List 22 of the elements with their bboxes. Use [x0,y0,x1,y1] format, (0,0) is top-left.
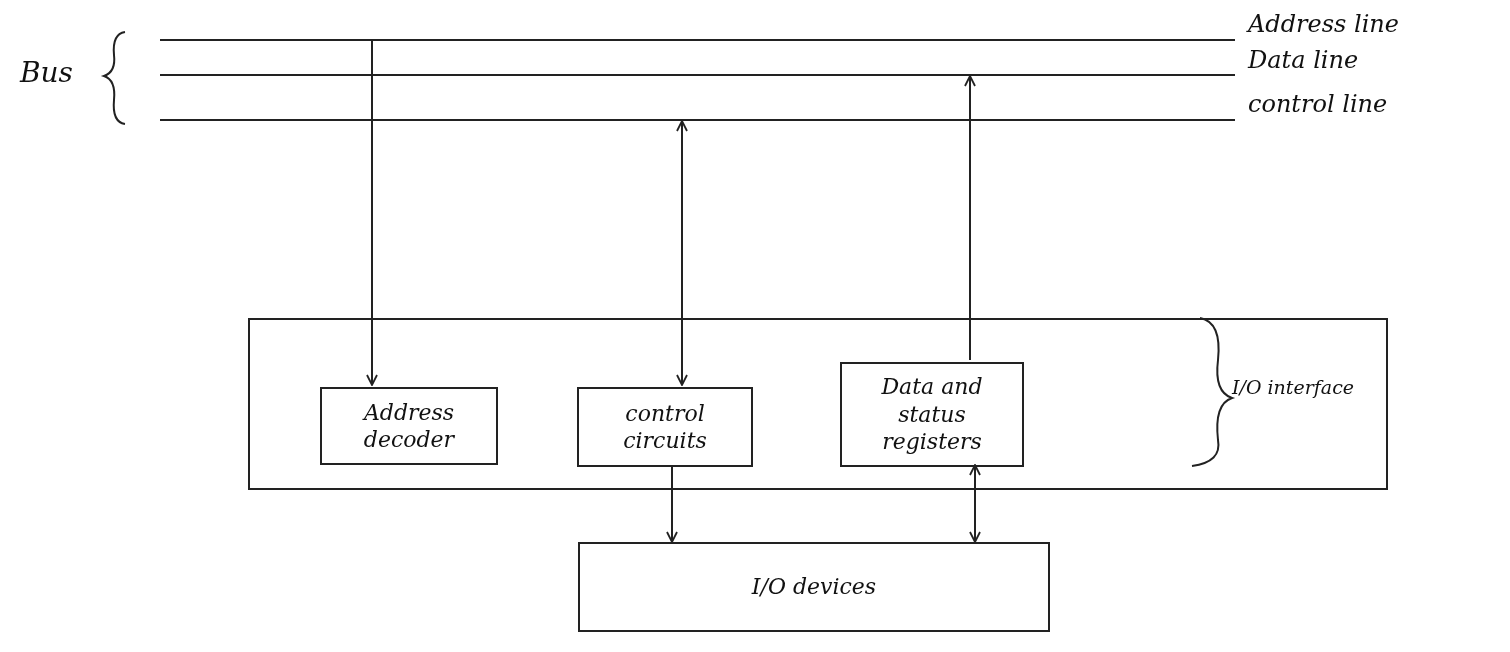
block-label: Address decoder [361,398,456,454]
line-label: Address line [1248,10,1399,38]
arrow [676,120,688,386]
interface-box [248,318,1388,490]
line-label: control line [1248,90,1388,118]
block-label: Data and status registers [880,373,984,456]
arrow [964,75,976,361]
block-box [320,387,498,465]
block-box [578,542,1050,632]
line-label: I/O interface [1232,376,1355,398]
bus-line [160,119,1235,121]
line-label: Data line [1248,46,1359,74]
block-label: control circuits [622,399,708,455]
bus-line [160,74,1235,76]
block-label: I/O devices [750,573,878,601]
block-box [577,387,753,467]
block-box [840,362,1024,467]
bus-line [160,39,1235,41]
arrow [366,40,378,386]
arrow [969,464,981,543]
arrow [666,464,678,543]
bus-label: Bus [20,56,73,89]
